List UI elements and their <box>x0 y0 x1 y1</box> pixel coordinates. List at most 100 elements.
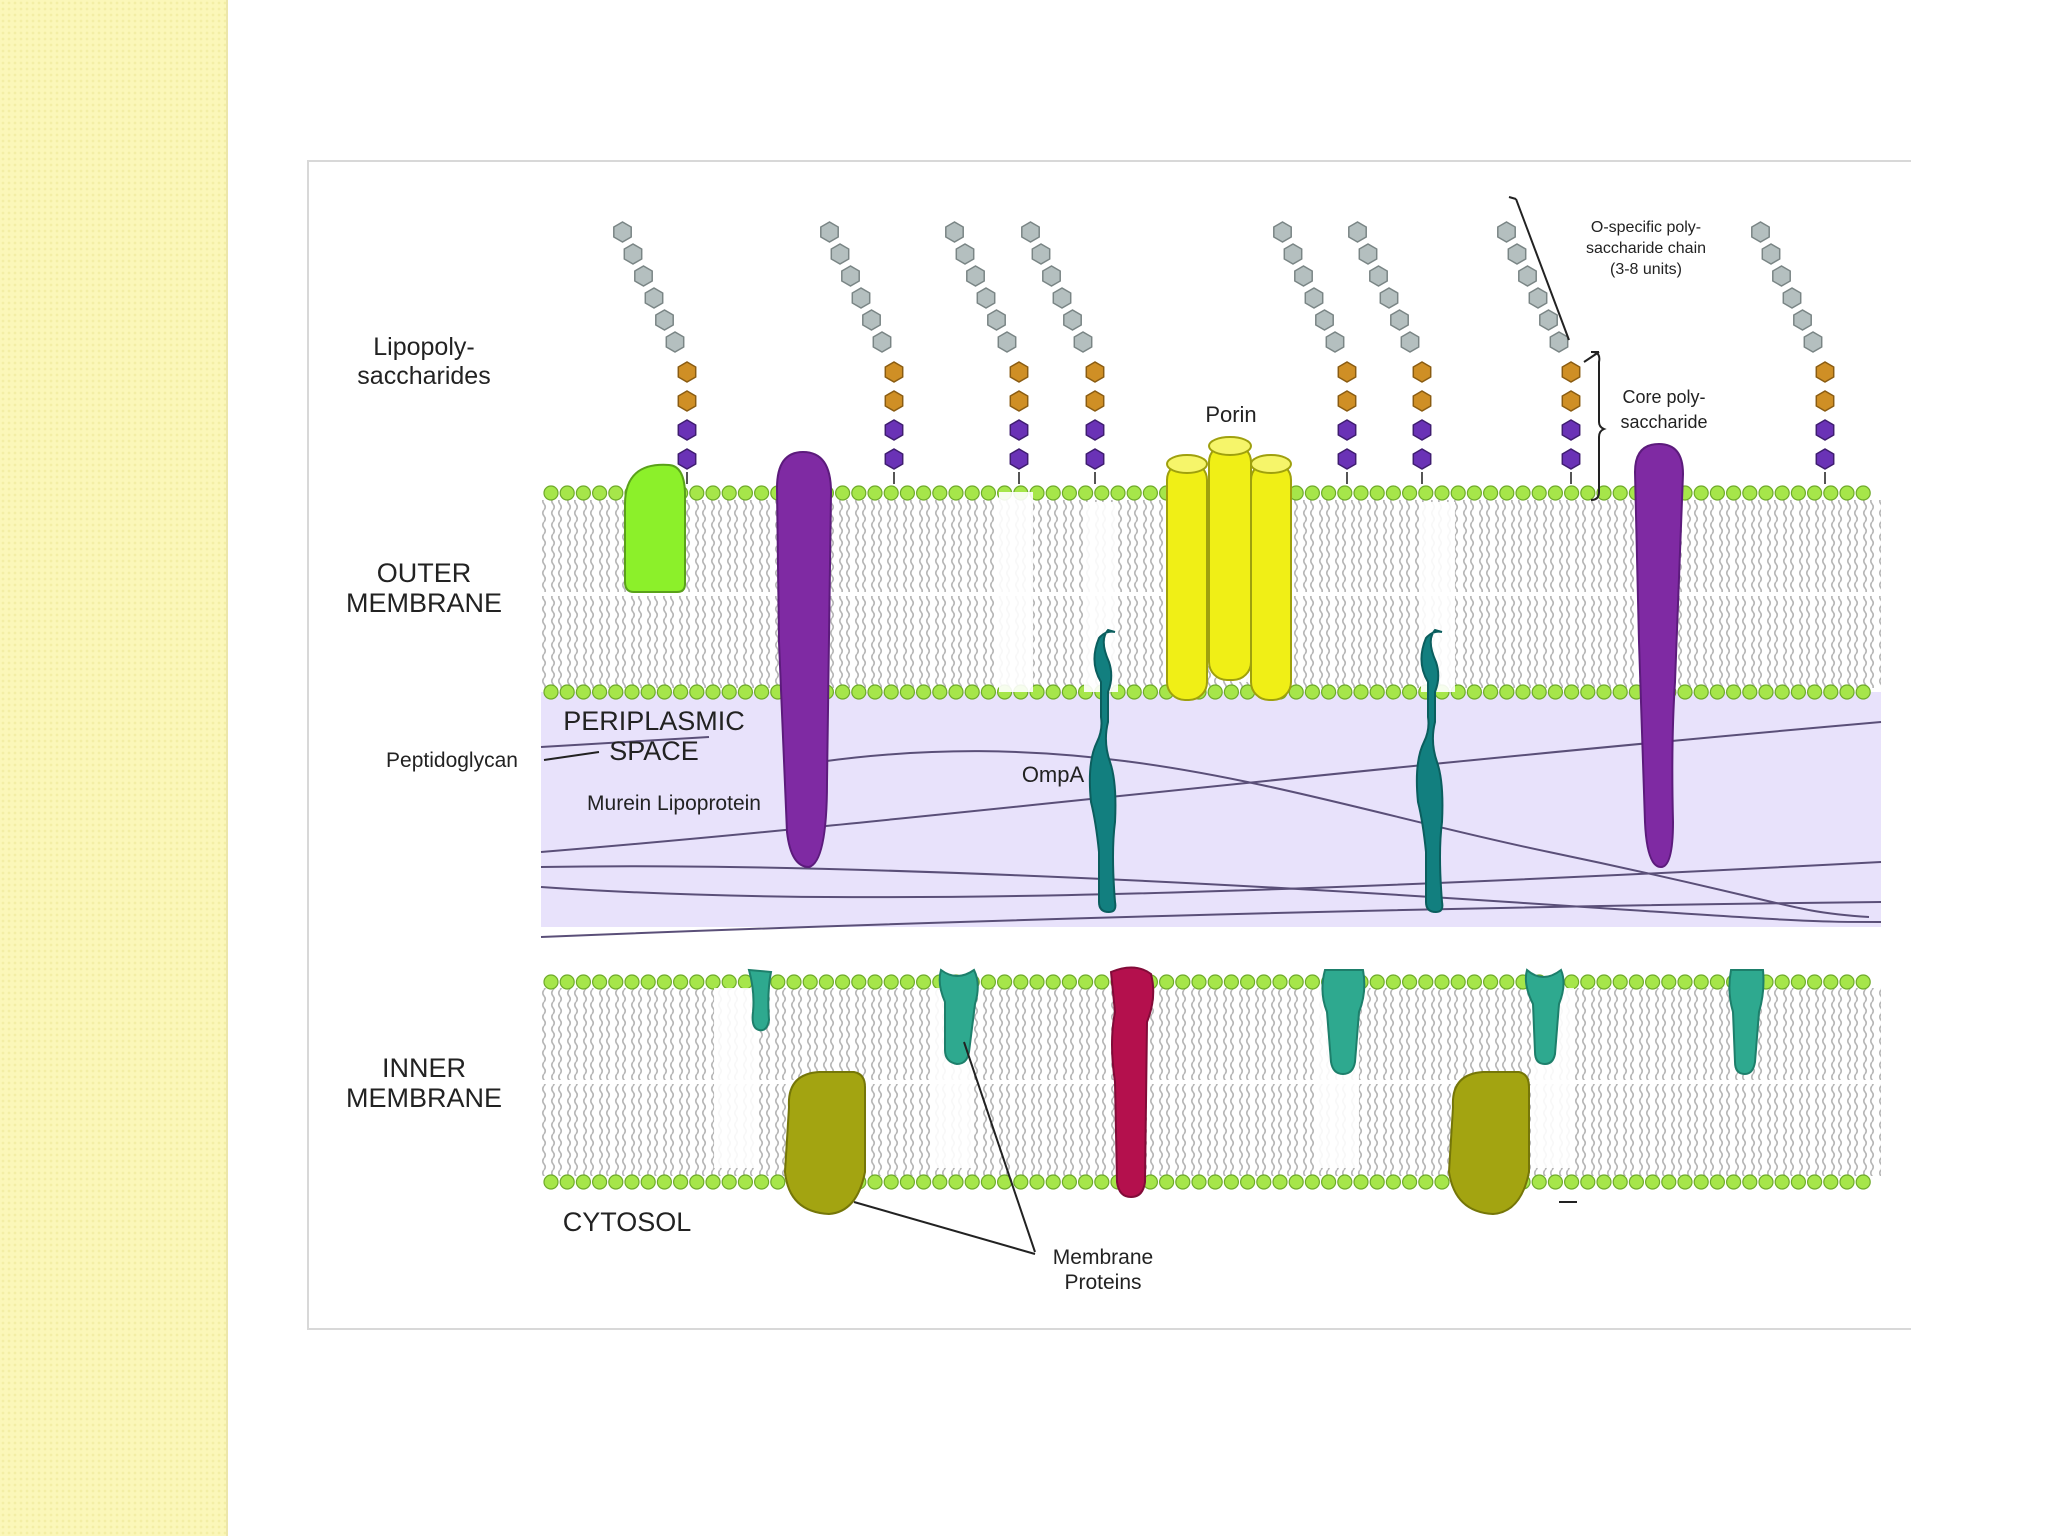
core-sugar-purple <box>1085 448 1105 470</box>
lipid-head <box>1110 485 1126 501</box>
lipid-head <box>1223 1174 1240 1190</box>
label-inner-membrane-2: MEMBRANE <box>346 1083 502 1113</box>
lipid-head <box>1045 1174 1061 1190</box>
o-chain-unit <box>1073 331 1093 353</box>
lipid-head <box>640 974 656 990</box>
lipid-head <box>1693 684 1709 700</box>
lipid-head <box>1369 974 1385 990</box>
o-chain-unit <box>1549 331 1569 353</box>
lipid-head <box>1158 1174 1175 1190</box>
lipid-head <box>575 684 591 700</box>
lipid-head <box>834 684 851 700</box>
lipid-head <box>1142 485 1159 501</box>
lipid-head <box>592 1174 608 1190</box>
lipid-head <box>1499 684 1515 700</box>
lipid-head <box>1806 485 1823 501</box>
lipid-head <box>608 974 624 990</box>
lipid-head <box>1013 1174 1029 1190</box>
lipid-head <box>1175 974 1191 990</box>
lipid-head <box>1126 485 1142 501</box>
lipid-head <box>689 485 705 501</box>
lipid-head <box>1790 974 1807 990</box>
lipid-head <box>1418 974 1434 990</box>
lipid-head <box>1304 684 1321 700</box>
lipid-head <box>640 1174 656 1190</box>
o-chain-unit <box>1379 287 1399 309</box>
lipid-head <box>1563 684 1580 700</box>
lipid-head <box>899 684 916 700</box>
lipid-head <box>899 1174 916 1190</box>
lipid-head <box>673 684 689 700</box>
lipid-head <box>575 974 591 990</box>
lipid-head <box>1774 974 1790 990</box>
lipid-head <box>964 684 980 700</box>
core-sugar-orange <box>1337 390 1357 412</box>
core-sugar-purple <box>1412 419 1432 441</box>
lipid-head <box>1823 684 1839 700</box>
lipid-head <box>656 974 672 990</box>
lipid-head <box>1401 485 1418 501</box>
lps-chain <box>613 221 697 484</box>
lipid-head <box>1596 974 1612 990</box>
o-chain-unit <box>1031 243 1051 265</box>
lipid-head <box>1774 684 1790 700</box>
o-chain-unit <box>820 221 839 243</box>
o-chain-unit <box>644 287 664 309</box>
olive-membrane-protein <box>1447 1071 1530 1216</box>
lipid-head <box>1450 974 1466 990</box>
core-sugar-orange <box>1561 361 1581 383</box>
lipid-head <box>915 974 932 990</box>
lipid-head <box>1288 1174 1304 1190</box>
lipid-head <box>1774 485 1790 501</box>
core-sugar-orange <box>1412 361 1432 383</box>
lipid-head <box>932 1174 948 1190</box>
lipid-head <box>1661 1174 1677 1190</box>
lipid-head <box>1758 684 1774 700</box>
lipid-head <box>1401 974 1418 990</box>
lipid-head <box>608 1174 624 1190</box>
o-chain-unit <box>613 221 632 243</box>
inner-membrane-lipid-heads <box>543 974 1871 990</box>
lipid-head <box>883 485 899 501</box>
lipid-head <box>1628 974 1645 990</box>
lipid-head <box>1531 485 1547 501</box>
lipid-head <box>1320 1174 1337 1190</box>
label-porin: Porin <box>1205 402 1256 427</box>
lipid-head <box>608 485 624 501</box>
o-chain-unit <box>945 221 964 243</box>
lipid-head <box>624 974 640 990</box>
core-sugar-orange <box>1009 390 1029 412</box>
label-membrane-proteins-1: Membrane <box>1053 1246 1153 1269</box>
teal-membrane-protein <box>747 968 773 1032</box>
lipid-head <box>1580 1174 1596 1190</box>
core-sugar-orange <box>1337 361 1357 383</box>
lipid-head <box>1644 974 1661 990</box>
lipid-head <box>1612 485 1628 501</box>
lipid-head <box>1709 684 1726 700</box>
lipid-head <box>1401 684 1418 700</box>
lipid-head <box>1693 1174 1709 1190</box>
lipid-head <box>786 974 802 990</box>
lipid-head <box>1693 485 1709 501</box>
lipid-head <box>1434 1174 1450 1190</box>
diagram-labels: Lipopoly- saccharides OUTER MEMBRANE PER… <box>346 219 1708 1294</box>
lipid-head <box>1482 485 1499 501</box>
lps-chain <box>1497 221 1581 484</box>
label-o-specific-chain-2: saccharide chain <box>1586 240 1706 257</box>
lipid-head <box>1580 485 1596 501</box>
lipid-head <box>1531 1174 1547 1190</box>
lipid-head <box>1191 974 1207 990</box>
lipid-head <box>1304 1174 1321 1190</box>
lipopolysaccharide-chains <box>613 221 1835 484</box>
lipid-head <box>1790 684 1807 700</box>
lipid-head <box>867 974 883 990</box>
o-chain-unit <box>1315 309 1334 331</box>
lipid-head <box>1013 974 1029 990</box>
core-sugar-orange <box>884 361 904 383</box>
o-chain-unit <box>1283 243 1303 265</box>
lipid-head <box>1823 485 1839 501</box>
lipid-head <box>1094 974 1110 990</box>
lipid-head <box>1466 485 1483 501</box>
core-sugar-orange <box>677 390 697 412</box>
lipid-head <box>1839 485 1855 501</box>
